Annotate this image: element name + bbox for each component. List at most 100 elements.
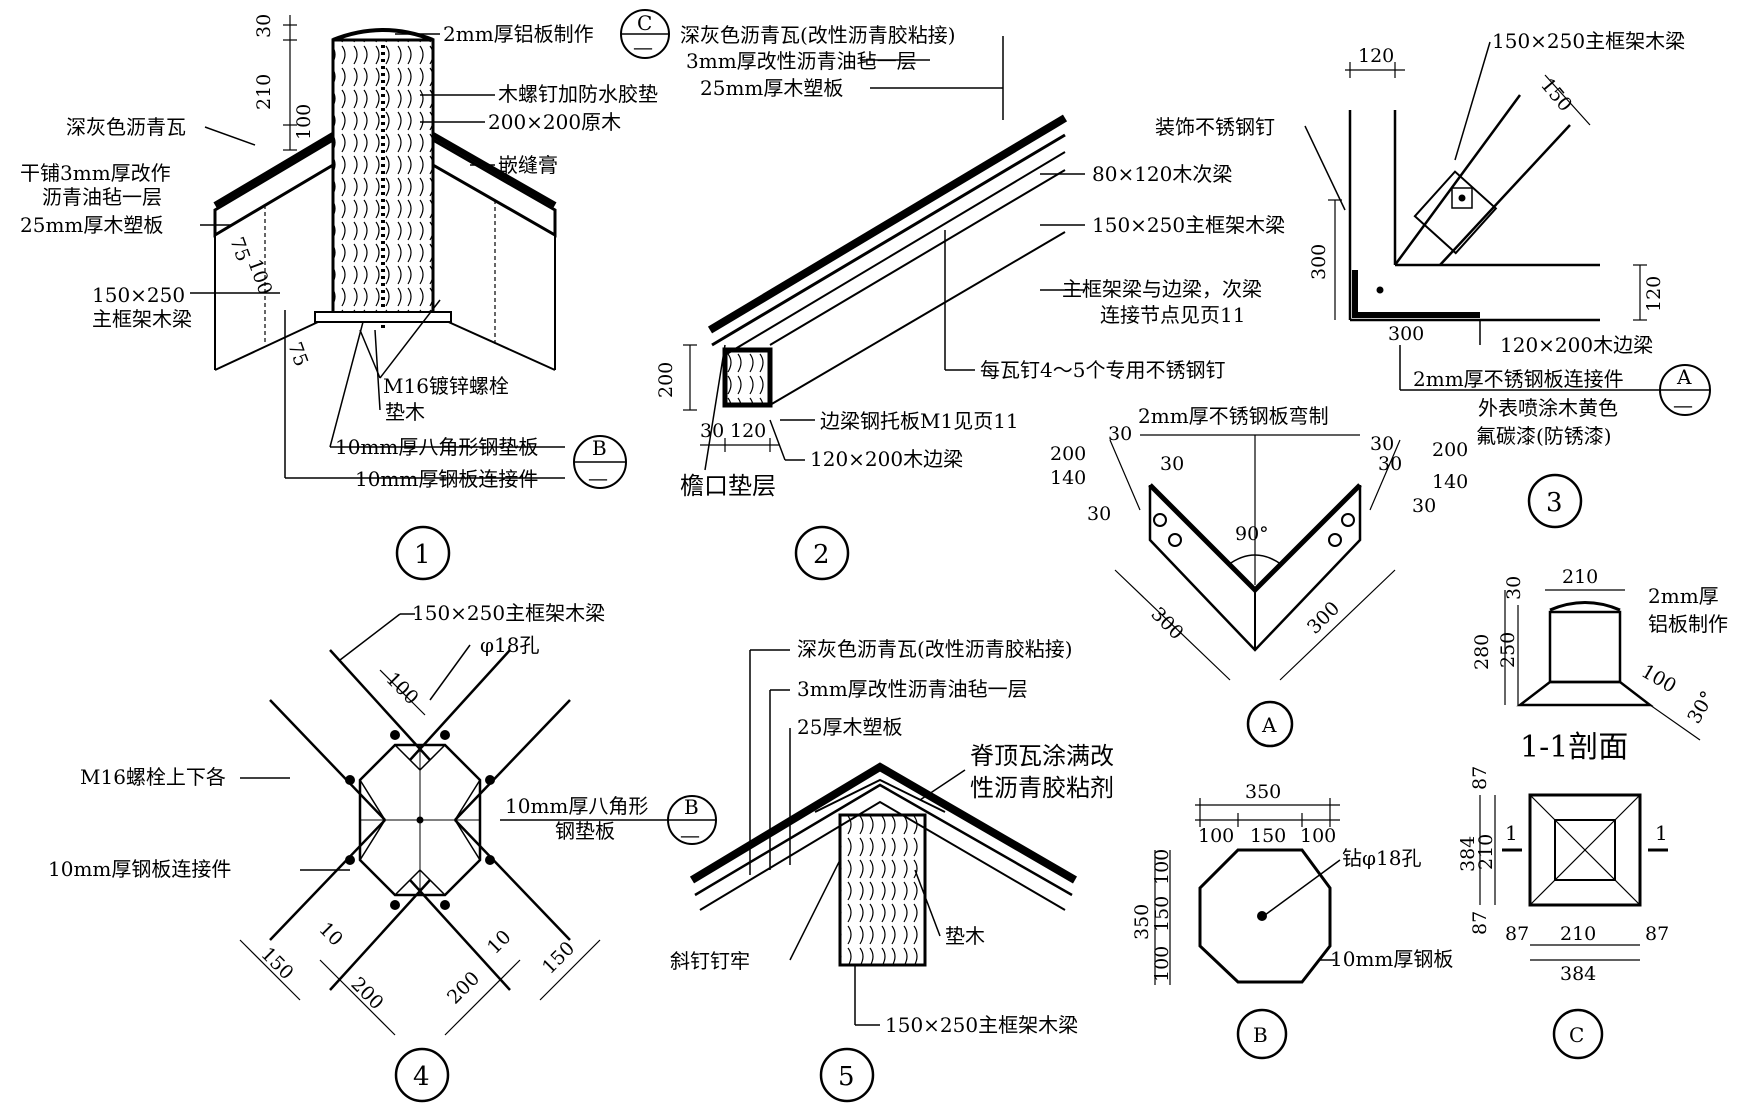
steel-bracket	[722, 350, 770, 408]
detail-4-cross-joint: 100 150 10 200 200 10 150 150×250主框架木梁 φ…	[48, 601, 717, 1103]
detail-number-5: 5	[819, 1047, 875, 1103]
label-ridge-2: 性沥青胶粘剂	[970, 774, 1114, 802]
detail-b-leaders	[1264, 859, 1341, 961]
label-note-2: 连接节点见页11	[1100, 303, 1245, 327]
detail-b-dimensions	[1154, 798, 1340, 985]
dim-b-100-b: 100	[1300, 825, 1336, 847]
octagon-plate	[1198, 848, 1332, 984]
dim-100: 100	[381, 668, 422, 709]
detail-3-beams	[1348, 94, 1600, 322]
ridge-beam	[838, 813, 927, 967]
dim-plan-210: 210	[1560, 923, 1596, 945]
dim-plan-87-top: 87	[1469, 766, 1491, 790]
dim-plan-87-left: 87	[1505, 923, 1529, 945]
label-octagon-plate: 10mm厚八角形钢垫板	[335, 435, 538, 459]
dim-b-150: 150	[1250, 825, 1286, 847]
dim-a-30-2: 30	[1160, 453, 1184, 475]
label-felt-2: 沥青油毡一层	[42, 185, 162, 209]
label-cap-1: 2mm厚	[1648, 584, 1719, 608]
section-title: 1-1剖面	[1520, 730, 1628, 765]
dim-a-30-1: 30	[1108, 423, 1132, 445]
dim-c-angle: 30°	[1683, 687, 1719, 727]
dim-angle: 90°	[1235, 523, 1269, 545]
label-bracket: 边梁钢托板M1见页11	[820, 409, 1019, 433]
dim-plan-384-side: 384	[1457, 836, 1479, 872]
dim-100-b: 100	[243, 256, 276, 298]
dim-plan-384: 384	[1560, 963, 1596, 985]
detail-a-dimensions	[1109, 434, 1401, 681]
dim-b-350-side: 350	[1131, 904, 1153, 940]
dim-b-100-d: 100	[1151, 946, 1173, 982]
dim-leg-left: 300	[1146, 603, 1187, 644]
octagon-pad-plate	[314, 311, 452, 323]
label-toenail: 斜钉钉牢	[670, 949, 750, 973]
dim-plan-87-bottom: 87	[1469, 911, 1491, 935]
label-board: 25mm厚木塑板	[700, 76, 843, 100]
label-felt: 3mm厚改性沥青油毡一层	[797, 677, 1028, 701]
detail-c-dimensions	[1504, 589, 1701, 741]
ridge-log	[331, 28, 435, 330]
svg-text:B: B	[1253, 1023, 1268, 1047]
label-plate: 10mm厚钢板	[1330, 947, 1453, 971]
detail-4-leaders	[240, 613, 680, 871]
svg-text:—: —	[633, 35, 653, 59]
svg-text:C: C	[1569, 1023, 1584, 1047]
callout-ref-b: B —	[573, 435, 627, 490]
dim-150-right: 150	[538, 937, 579, 978]
label-screw-pad: 木螺钉加防水胶垫	[498, 82, 658, 106]
svg-text:2: 2	[813, 540, 830, 570]
svg-text:—: —	[1673, 393, 1693, 417]
label-beam-2: 主框架木梁	[92, 307, 192, 331]
dim-c-250: 250	[1497, 632, 1519, 668]
center-hole	[1257, 911, 1267, 921]
dim-120: 120	[730, 420, 766, 442]
detail-number-1: 1	[395, 525, 451, 581]
label-nails: 每瓦钉4～5个专用不锈钢钉	[980, 358, 1225, 382]
dim-a-200-l: 200	[1050, 443, 1086, 465]
dim-a-30-6: 30	[1412, 495, 1436, 517]
svg-text:C: C	[637, 11, 652, 35]
label-main-beam: 150×250主框架木梁	[412, 601, 605, 625]
detail-number-4: 4	[394, 1047, 450, 1103]
svg-text:—: —	[680, 823, 700, 847]
label-beam: 150×250主框架木梁	[885, 1013, 1078, 1037]
label-note-1: 主框架梁与边梁，次梁	[1062, 277, 1262, 301]
label-beam-1: 150×250	[92, 283, 185, 307]
label-shingle: 深灰色沥青瓦(改性沥青胶粘接)	[797, 637, 1073, 661]
label-pad-wood: 垫木	[385, 400, 425, 424]
dim-a-30-3: 30	[1087, 503, 1111, 525]
detail-number-2: 2	[794, 525, 850, 581]
label-felt: 3mm厚改性沥青油毡一层	[686, 49, 917, 73]
detail-b-octagon-plate: 350 100 150 100 350 100 150 100 钻φ18孔 10…	[1131, 781, 1453, 1060]
dim-200-left: 200	[346, 973, 387, 1014]
callout-ref-a: A —	[1659, 364, 1711, 417]
dim-30: 30	[700, 420, 724, 442]
cap-plan-dimensions	[1479, 795, 1640, 961]
svg-text:1: 1	[414, 540, 431, 570]
label-log: 200×200原木	[488, 110, 621, 134]
cut-mark-left: 1	[1505, 821, 1518, 845]
dim-300-bottom: 300	[1388, 323, 1424, 345]
bolt-dots	[345, 730, 495, 910]
dim-b-150-side: 150	[1151, 896, 1173, 932]
dim-150-left: 150	[256, 943, 297, 984]
detail-1-dimensions	[283, 15, 297, 151]
dim-a-200-r: 200	[1432, 439, 1468, 461]
svg-text:5: 5	[838, 1062, 855, 1092]
svg-text:B: B	[592, 436, 607, 460]
label-bolt: M16镀锌螺栓	[383, 374, 509, 398]
cap-section	[1516, 601, 1654, 707]
dim-a-30-4: 30	[1370, 433, 1394, 455]
label-plate: 2mm厚不锈钢板连接件	[1413, 367, 1624, 391]
label-pad-wood: 垫木	[945, 924, 985, 948]
label-hole: φ18孔	[480, 633, 539, 657]
label-steel-plate: 10mm厚钢板连接件	[48, 857, 231, 881]
label-steel-plate: 10mm厚钢板连接件	[355, 467, 538, 491]
dim-300-side: 300	[1308, 244, 1330, 280]
dim-b-100-a: 100	[1198, 825, 1234, 847]
svg-text:4: 4	[413, 1062, 430, 1092]
detail-number-b: B	[1236, 1008, 1288, 1060]
dim-b-100-c: 100	[1151, 849, 1173, 885]
dim-75-a: 75	[225, 234, 254, 264]
label-main-beam: 150×250主框架木梁	[1092, 213, 1285, 237]
